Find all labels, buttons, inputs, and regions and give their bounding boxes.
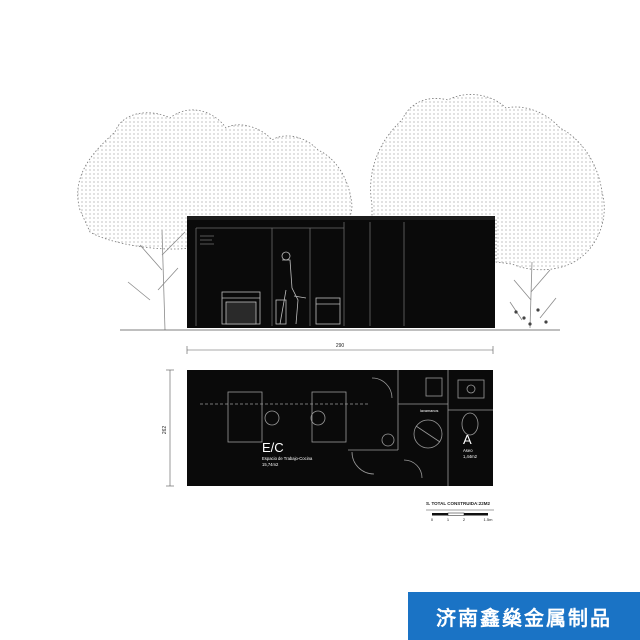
plan-dimension-depth: 262 [162,369,174,487]
room-a-code: A [463,432,472,447]
plan-dimension-width: 290 [186,343,494,354]
scale-tick-2: 2 [463,517,466,522]
plan-depth-label: 262 [162,426,168,435]
scale-tick-1: 1 [447,517,450,522]
watermark-banner: 济南鑫燊金属制品 [408,592,640,640]
floor-plan: E/C Espacio de Trabajo-Cocina 15,74m2 la… [187,370,493,486]
fixture-label: lavamanos [420,409,438,413]
room-ec-name: Espacio de Trabajo-Cocina [262,456,313,461]
tree-canopy-right [370,94,605,329]
scale-tick-0: 0 [431,517,434,522]
area-legend: S. TOTAL CONSTRUIDA:22M2 [426,501,494,511]
room-ec-area: 15,74m2 [262,462,279,467]
plan-width-label: 290 [336,343,345,349]
total-area-label: S. TOTAL CONSTRUIDA:22M2 [426,501,491,506]
scale-bar: 0 1 2 1.5m [431,512,494,522]
room-a-name: Aseo [463,448,473,453]
room-a-area: 1,44m2 [463,454,478,459]
elevation-section [187,216,495,328]
room-ec-code: E/C [262,440,284,455]
watermark-text: 济南鑫燊金属制品 [436,605,612,630]
scale-tick-3: 1.5m [484,517,494,522]
